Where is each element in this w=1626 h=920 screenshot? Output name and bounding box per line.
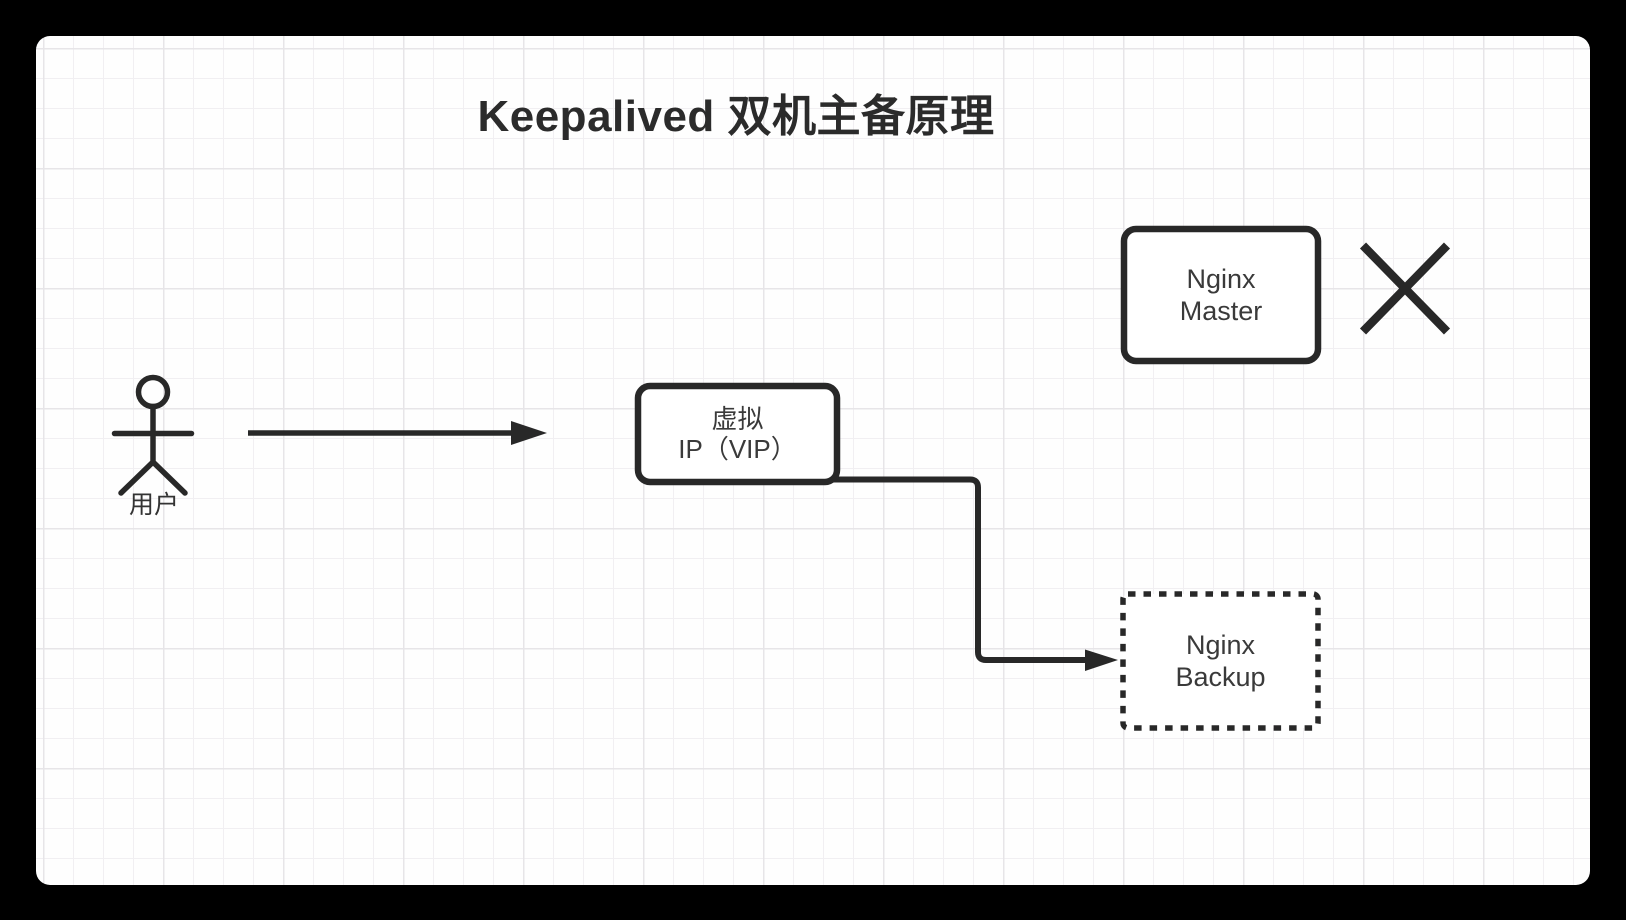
vip-label-line1: 虚拟: [711, 404, 764, 434]
master-node-box: [1120, 225, 1322, 365]
backup-label-line1: Nginx: [1185, 630, 1256, 660]
diagram-title: Keepalived 双机主备原理: [477, 92, 995, 141]
user-to-vip-arrow: [248, 421, 547, 445]
vip-to-backup-arrow: [832, 476, 1118, 671]
master-label-line2: Master: [1179, 296, 1263, 326]
user-actor-label: 用户: [128, 491, 179, 519]
user-figure-icon: [111, 374, 195, 496]
master-label-line1: Nginx: [1186, 264, 1256, 294]
vip-node-box: [634, 382, 841, 486]
backup-node-label: Nginx Backup: [1120, 591, 1321, 731]
failure-x-icon: [1359, 242, 1451, 335]
backup-label-line2: Backup: [1175, 662, 1266, 692]
master-node-label: Nginx Master: [1121, 226, 1321, 364]
vip-node-label: 虚拟 IP（VIP）: [635, 383, 840, 485]
backup-node-box: [1120, 591, 1321, 731]
vip-label-line2: IP（VIP）: [678, 434, 797, 464]
